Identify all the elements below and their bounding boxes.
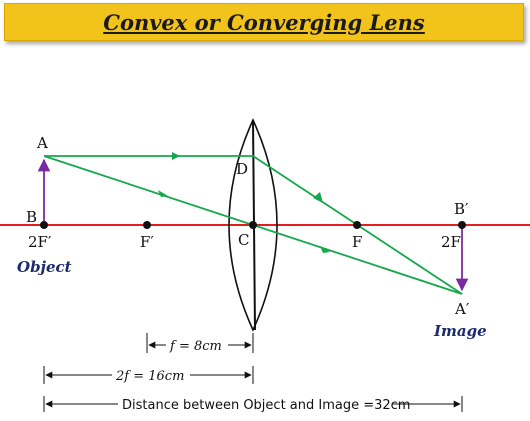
label-B-prime: B′ xyxy=(454,200,469,218)
ray-center-arrow-1 xyxy=(158,190,168,197)
point-F-right xyxy=(353,221,361,229)
label-D: D xyxy=(236,160,248,178)
convex-lens xyxy=(228,118,278,332)
label-F-right: F xyxy=(352,233,362,251)
dim-focal-text: f = 8cm xyxy=(169,339,222,354)
label-object: Object xyxy=(17,258,72,276)
label-C: C xyxy=(238,231,249,249)
label-A-prime: A′ xyxy=(454,300,470,318)
ray-parallel-arrow-1 xyxy=(172,152,180,160)
label-2F-left: 2F′ xyxy=(28,233,52,251)
page-title: Convex or Converging Lens xyxy=(103,9,425,35)
ray-parallel-arrow-2 xyxy=(313,192,323,203)
dim-2f-text: 2f = 16cm xyxy=(115,369,184,384)
label-B: B xyxy=(26,208,37,226)
dim-distance-text: Distance between Object and Image =32cm xyxy=(122,398,410,413)
label-image: Image xyxy=(433,322,487,340)
title-banner: Convex or Converging Lens xyxy=(4,3,524,41)
point-C xyxy=(249,221,257,229)
ray-center-arrow-2 xyxy=(320,246,330,253)
point-F-left xyxy=(143,221,151,229)
point-2F-left xyxy=(40,221,48,229)
label-A: A xyxy=(36,134,48,152)
label-F-left: F′ xyxy=(140,233,154,251)
point-2F-right xyxy=(458,221,466,229)
label-2F-right: 2F xyxy=(441,233,461,251)
